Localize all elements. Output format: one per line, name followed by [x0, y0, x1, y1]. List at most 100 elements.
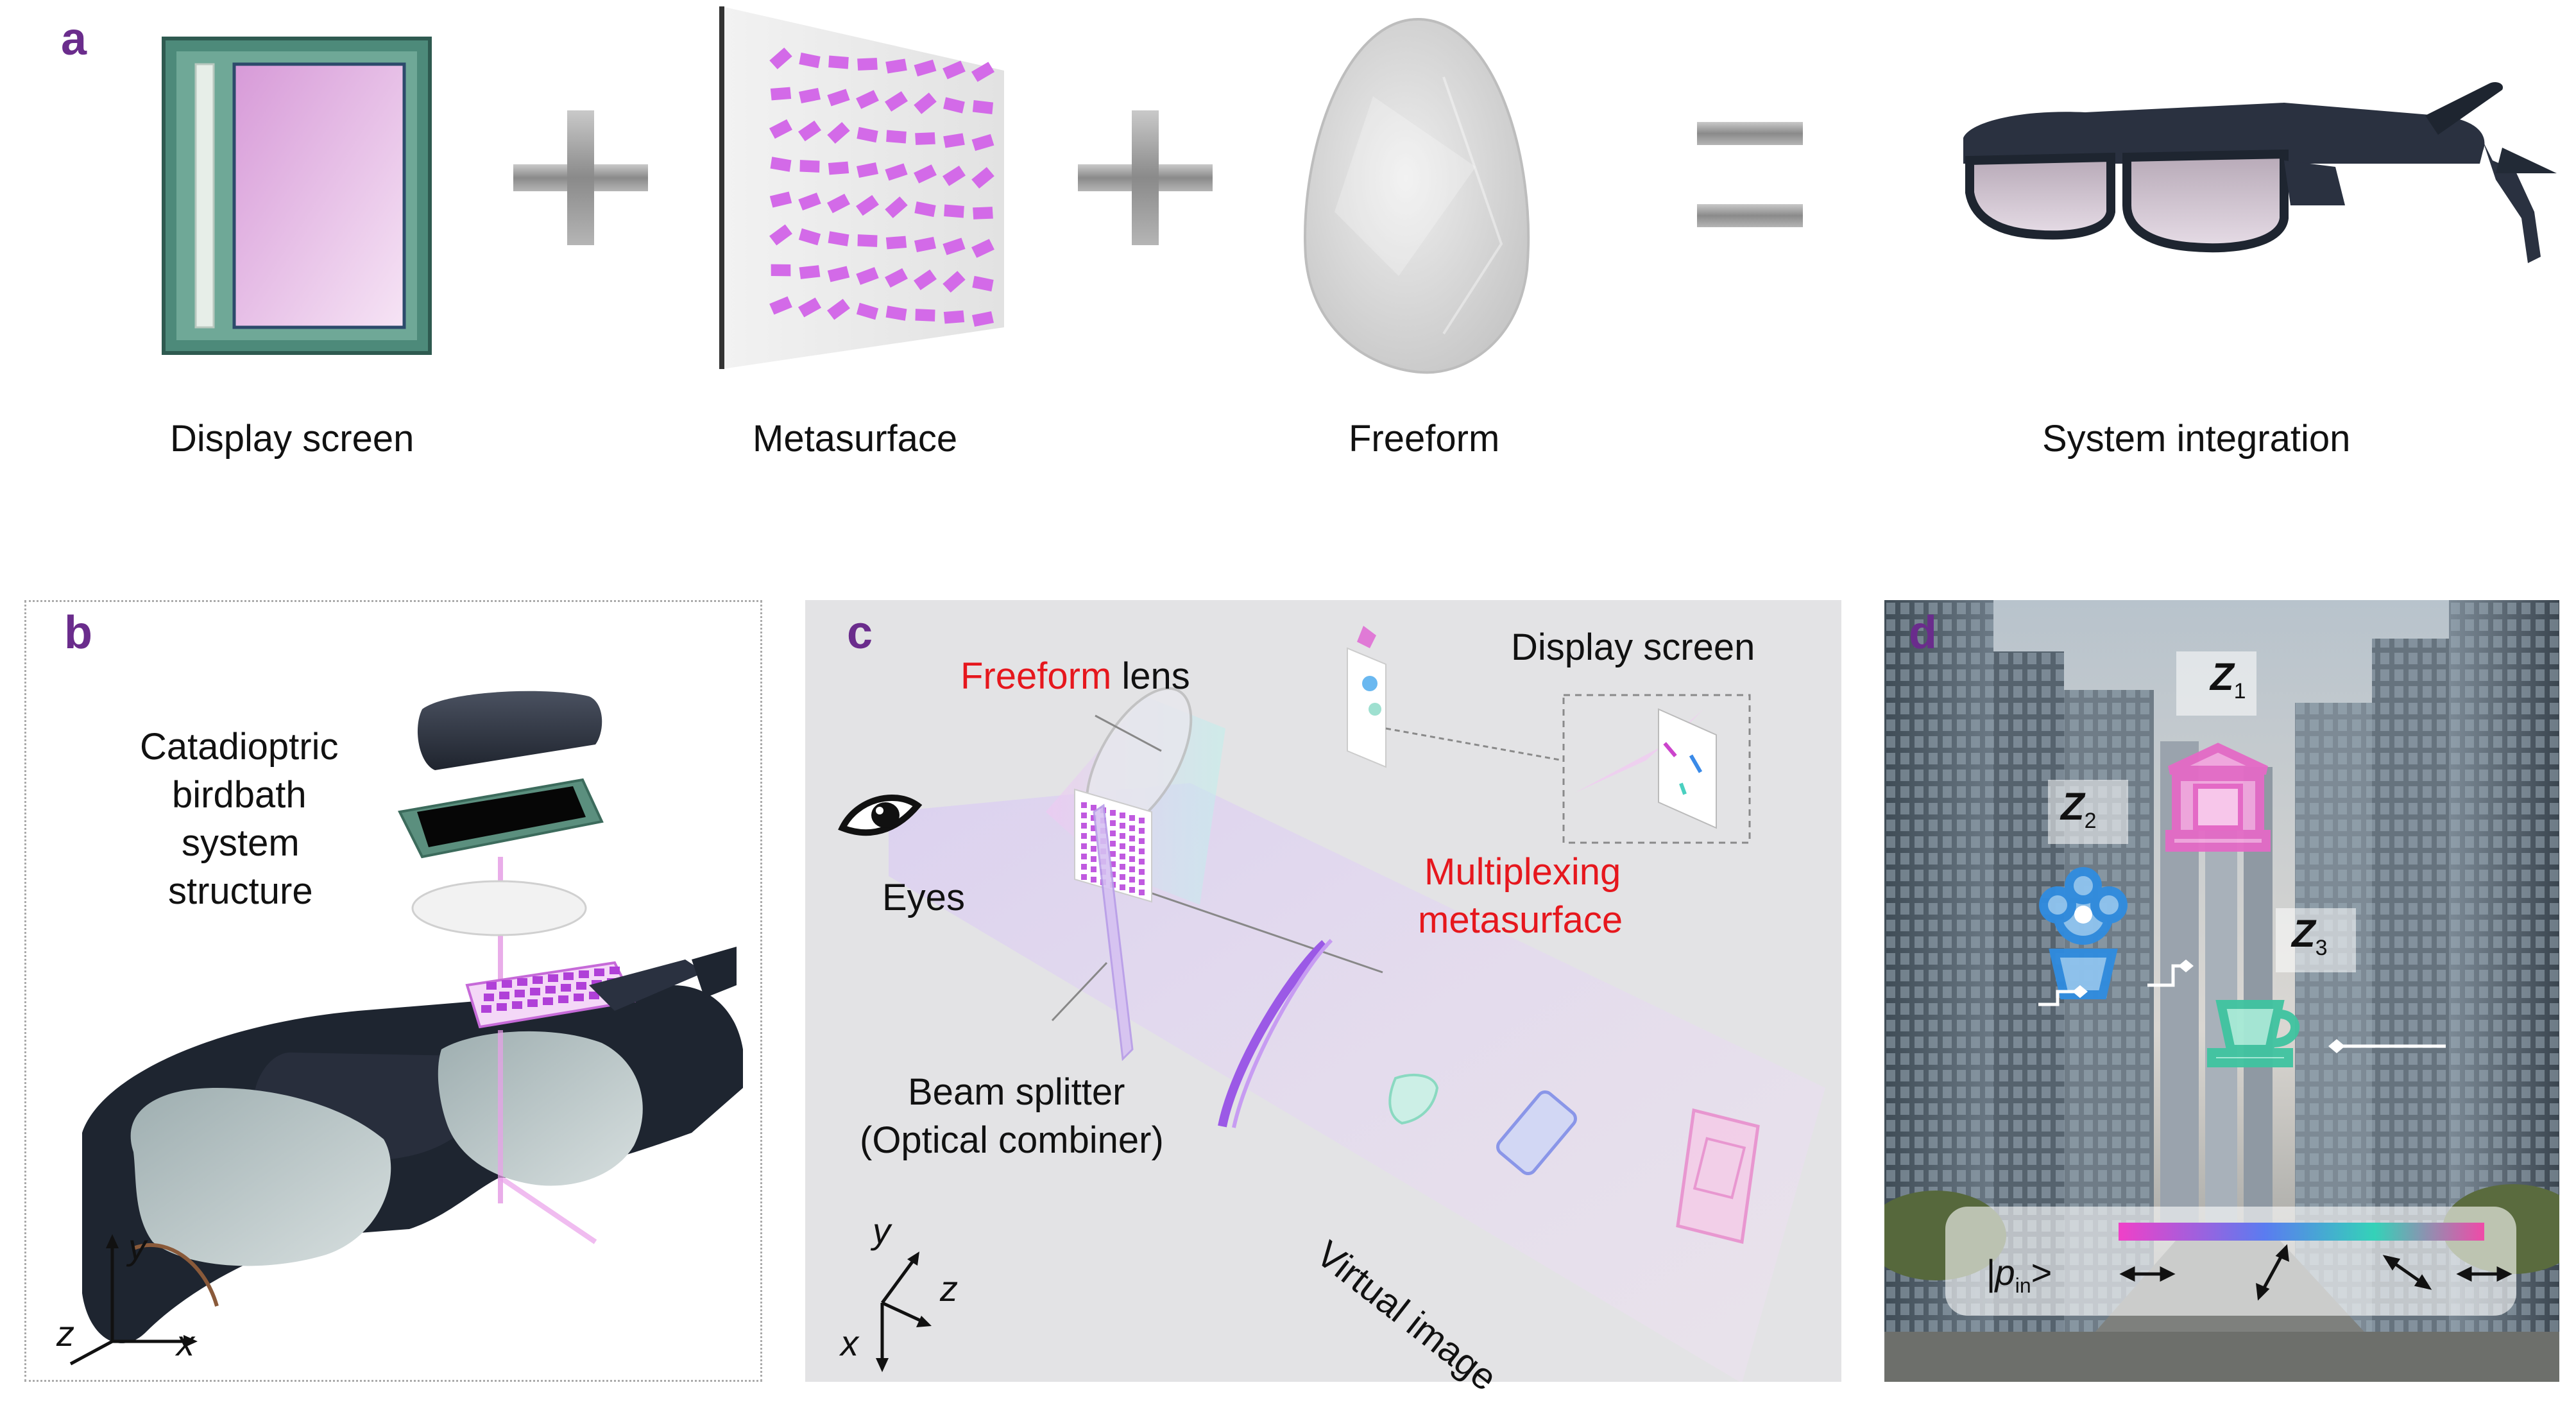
panel-c-axes — [876, 1252, 932, 1372]
meta-pillar — [1129, 825, 1135, 831]
system-integration-caption: System integration — [2042, 418, 2351, 460]
meta-pillar — [770, 87, 792, 101]
meta-pillar — [915, 132, 935, 145]
meta-pillar — [799, 160, 820, 173]
meta-pillar — [1120, 854, 1125, 859]
eyes-label: Eyes — [882, 877, 965, 918]
meta-pillar — [1120, 813, 1125, 818]
meta-pillar — [828, 231, 849, 246]
panel-b-frame — [24, 600, 762, 1382]
meta-pillar — [798, 193, 821, 211]
meta-pillar — [1091, 815, 1096, 821]
meta-pillar — [561, 984, 571, 992]
meta-pillar — [769, 224, 792, 246]
meta-pillar — [828, 161, 849, 175]
axis-z-label: z — [56, 1313, 74, 1354]
display-screen-illustration — [162, 37, 432, 355]
catadioptric-line-1: Catadioptric — [140, 726, 339, 768]
meta-pillar — [857, 126, 878, 143]
meta-pillar — [798, 297, 822, 318]
meta-pillar — [1120, 884, 1125, 890]
meta-pillar — [515, 990, 525, 997]
meta-pillar — [799, 52, 821, 69]
panel-b-axes — [69, 1234, 198, 1366]
polarization-prefix: |p — [1986, 1252, 2015, 1293]
meta-pillar — [942, 166, 966, 186]
meta-pillar — [1129, 856, 1135, 862]
meta-pillar — [594, 968, 604, 976]
meta-pillar — [971, 167, 994, 189]
meta-pillar — [1110, 861, 1116, 867]
meta-pillar — [1081, 802, 1087, 808]
meta-pillar — [1091, 846, 1096, 852]
meta-pillar — [944, 204, 964, 218]
meta-pillar — [1110, 810, 1116, 816]
meta-pillar — [769, 119, 792, 139]
depth-label-z3: Z3 — [2292, 911, 2328, 961]
freeform-lens-label: Freeform lens — [960, 655, 1190, 698]
meta-pillar — [771, 264, 791, 277]
meta-pillar — [943, 60, 966, 80]
depth-label-z2-sub: 2 — [2084, 809, 2097, 833]
freeform-lens-label-red: Freeform — [960, 655, 1112, 697]
meta-pillar — [1110, 872, 1116, 877]
panel-b-label: b — [64, 607, 92, 658]
meta-pillar — [563, 972, 574, 980]
beam-splitter-line-2: (Optical combiner) — [860, 1119, 1164, 1161]
meta-pillar — [827, 298, 850, 320]
meta-pillar — [1091, 877, 1096, 882]
meta-pillar — [973, 207, 993, 219]
meta-pillar — [1139, 879, 1145, 885]
meta-pillar — [497, 1003, 507, 1011]
meta-pillar — [486, 982, 497, 990]
meta-pillar — [517, 978, 527, 986]
meta-pillar — [1110, 831, 1116, 836]
meta-pillar — [1120, 874, 1125, 880]
meta-pillar — [1110, 841, 1116, 847]
meta-pillar — [1129, 846, 1135, 852]
meta-pillar — [574, 994, 584, 1001]
display-screen-label: Display screen — [1511, 626, 1755, 668]
depth-label-z2: Z2 — [2061, 784, 2097, 834]
meta-pillar — [1120, 823, 1125, 829]
meta-pillar — [512, 1001, 522, 1009]
plus-icon — [513, 110, 648, 245]
meta-pillar — [1081, 833, 1087, 839]
meta-pillar — [856, 302, 879, 320]
meta-pillar — [972, 311, 994, 327]
meta-pillar — [1129, 815, 1135, 821]
meta-pillar — [856, 90, 879, 109]
meta-pillar — [943, 133, 965, 148]
meta-pillar — [769, 191, 792, 208]
multiplexing-line-2: metasurface — [1418, 899, 1623, 941]
meta-pillar — [1139, 828, 1145, 834]
meta-pillar — [857, 234, 878, 247]
axis-x-label: x — [176, 1323, 194, 1363]
axis-z-label: z — [940, 1268, 958, 1309]
meta-pillar — [799, 265, 821, 279]
depth-label-z1-sub: 1 — [2233, 679, 2246, 703]
meta-pillar — [1129, 877, 1135, 882]
meta-pillar — [1081, 843, 1087, 849]
meta-pillar — [1091, 856, 1096, 862]
meta-pillar — [1120, 843, 1125, 849]
panel-c-graphics — [838, 626, 1825, 1382]
metasurface-caption: Metasurface — [753, 418, 958, 460]
catadioptric-line-4: structure — [168, 870, 313, 912]
meta-pillar — [971, 133, 994, 151]
meta-pillar — [499, 992, 509, 999]
meta-pillar — [610, 967, 620, 974]
panel-d-city-background — [1884, 600, 2559, 1382]
meta-pillar — [943, 97, 965, 114]
meta-pillar — [885, 163, 908, 181]
meta-pillar — [1110, 851, 1116, 857]
meta-pillar — [1120, 833, 1125, 839]
freeform-lens-illustration — [1304, 17, 1530, 374]
axis-y-label: y — [873, 1210, 891, 1251]
meta-pillar — [885, 306, 907, 321]
meta-pillar — [972, 100, 994, 114]
meta-pillar — [530, 988, 540, 995]
ar-glasses-illustration — [1963, 82, 2557, 263]
meta-pillar — [856, 267, 879, 285]
meta-pillar — [1139, 859, 1145, 865]
